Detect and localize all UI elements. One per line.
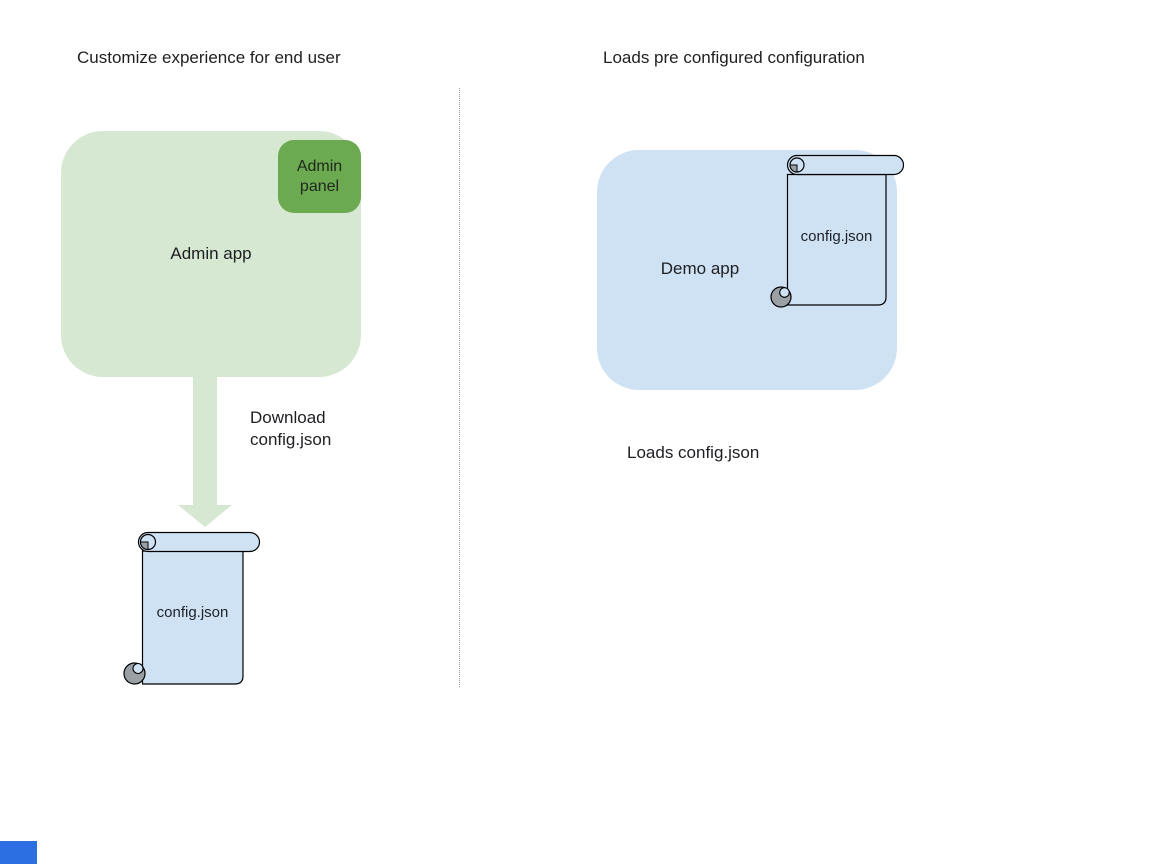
scroll-top-curl-shade <box>139 541 149 551</box>
scroll-body <box>141 550 244 685</box>
scroll-top-roll <box>137 531 261 553</box>
config-file-label-left: config.json <box>156 604 229 621</box>
admin-panel-box: Admin panel <box>278 140 361 213</box>
right-section-title: Loads pre configured configuration <box>603 48 865 67</box>
scroll-bottom-curl-center <box>779 287 790 298</box>
download-arrow-icon <box>178 377 232 527</box>
admin-panel-label: Admin panel <box>296 157 343 195</box>
admin-app-label: Admin app <box>170 244 252 263</box>
config-scroll-icon-left <box>123 531 261 685</box>
scroll-top-roll <box>786 154 905 176</box>
left-section-title: Customize experience for end user <box>77 48 341 67</box>
config-file-label-right: config.json <box>800 228 873 245</box>
bottom-left-blue-fragment <box>0 841 37 864</box>
section-divider-line <box>459 88 460 687</box>
demo-app-label: Demo app <box>660 259 740 278</box>
download-caption: Download config.json <box>250 408 332 449</box>
scroll-body <box>786 173 887 306</box>
download-arrow-shape <box>178 377 232 527</box>
config-scroll-icon-right <box>770 154 905 308</box>
loads-caption: Loads config.json <box>627 443 760 462</box>
scroll-top-curl-shade <box>789 164 798 173</box>
scroll-bottom-curl-center <box>132 662 144 675</box>
